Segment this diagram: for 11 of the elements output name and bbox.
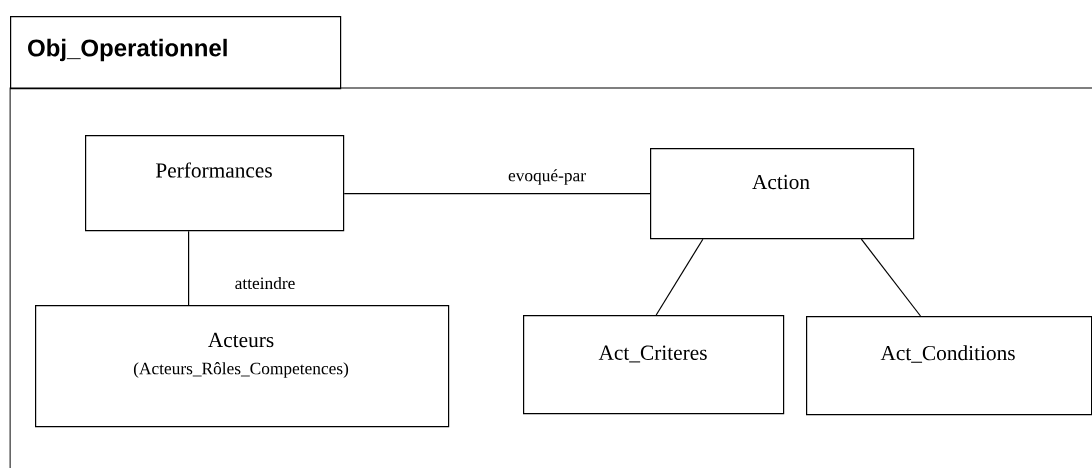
connector-line (860, 238, 922, 317)
class-box: Act_Criteres (523, 315, 785, 415)
class-box: Acteurs (Acteurs_Rôles_Competences) (35, 305, 450, 428)
edge-label: atteindre (233, 275, 297, 291)
class-box: Act_Conditions (806, 316, 1092, 416)
edge-label: evoqué-par (506, 167, 588, 187)
connector-line (188, 230, 190, 306)
class-box: Performances (85, 135, 345, 232)
connector-line (343, 193, 651, 195)
connector-line (655, 238, 704, 316)
class-box: Action (650, 148, 915, 240)
